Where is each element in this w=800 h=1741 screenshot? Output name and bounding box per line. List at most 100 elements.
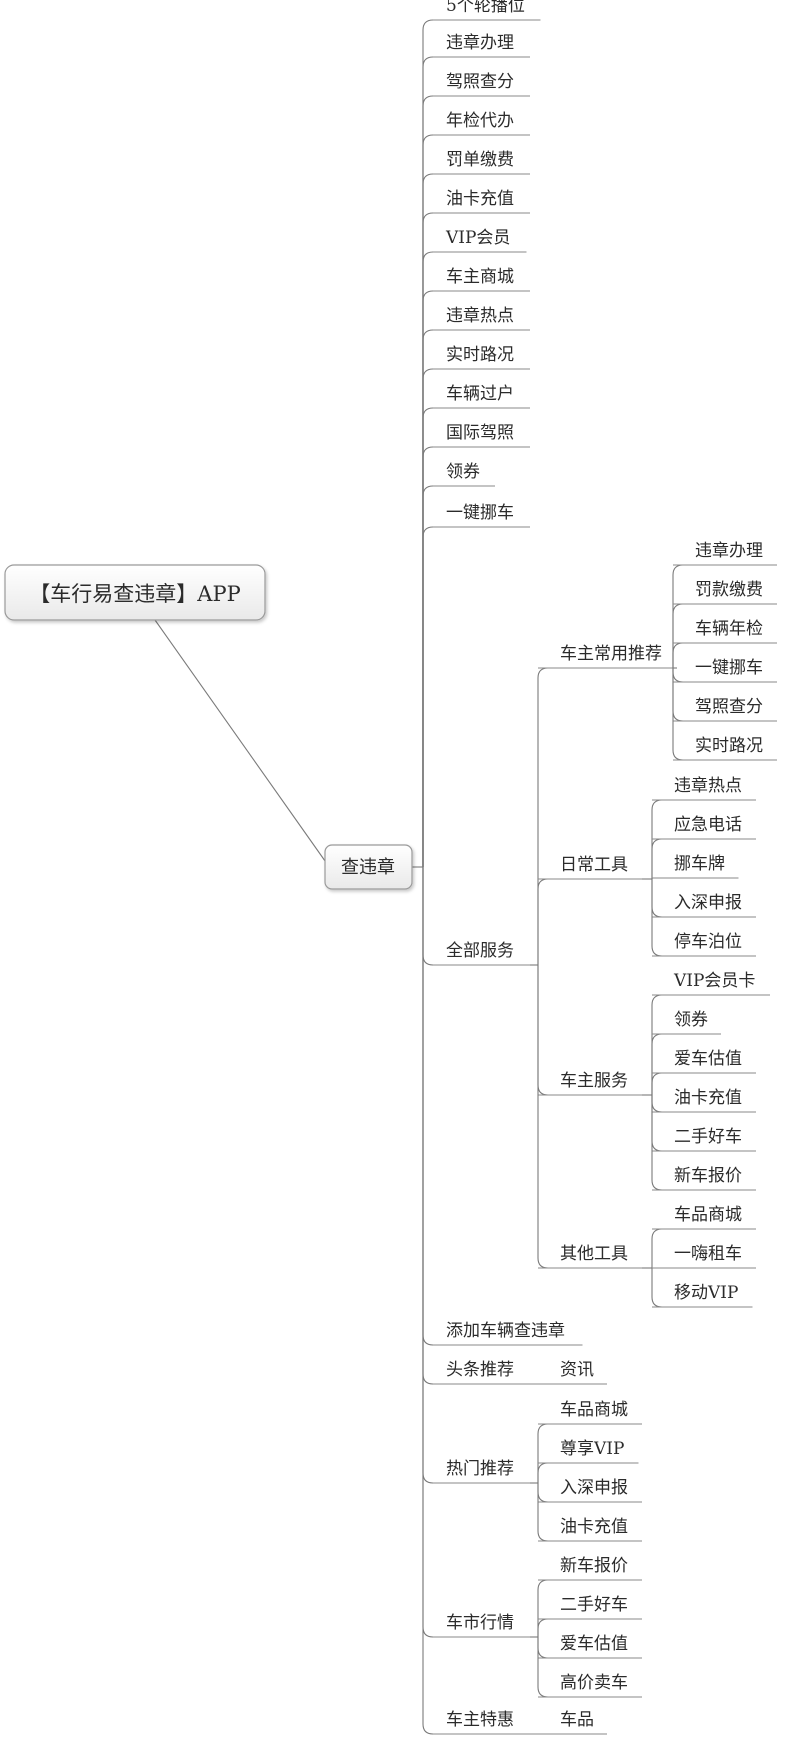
leaf-topic[interactable]: 二手好车 (674, 1127, 742, 1147)
trunk-connector (422, 407, 434, 867)
leaf-topic[interactable]: 停车泊位 (674, 932, 742, 952)
branch-topic[interactable]: 实时路况 (446, 345, 514, 365)
root-topic[interactable]: 【车行易查违章】APP (4, 564, 331, 869)
leaf-topic[interactable]: 车品商城 (674, 1205, 742, 1225)
subtopic[interactable]: 油卡充值 (560, 1517, 628, 1537)
leaf-topic[interactable]: 违章办理 (695, 541, 763, 561)
subtopic-connector (537, 1462, 549, 1483)
trunk-connector (422, 446, 434, 867)
leaf-topic[interactable]: 挪车牌 (674, 854, 725, 874)
branch-topic[interactable]: 车主特惠 (446, 1710, 514, 1730)
subtopic-connector (537, 965, 549, 1096)
subtopic-connector (537, 1579, 549, 1637)
subtopic[interactable]: 其他工具 (560, 1244, 628, 1264)
trunk-connector (422, 329, 434, 867)
subtopic-connector (537, 965, 549, 1269)
subtopic-connector (537, 1483, 549, 1542)
branch-topic[interactable]: 车辆过户 (446, 384, 514, 404)
trunk-connector (422, 485, 434, 867)
leaf-topic[interactable]: 爱车估值 (674, 1049, 742, 1069)
subtopic[interactable]: 车品 (560, 1710, 594, 1730)
trunk-connector (422, 56, 434, 867)
subtopic[interactable]: 车品商城 (560, 1400, 628, 1420)
branch-topic[interactable]: 领券 (446, 462, 480, 482)
leaf-topic[interactable]: VIP会员卡 (673, 971, 755, 991)
trunk-connector (422, 134, 434, 867)
subtopic[interactable]: 车主服务 (560, 1071, 628, 1091)
branch-topic[interactable]: 驾照查分 (446, 72, 514, 92)
root-topic-label: 【车行易查违章】APP (29, 582, 240, 606)
leaf-topic[interactable]: 车辆年检 (695, 619, 763, 639)
branch-topic[interactable]: 全部服务 (446, 941, 514, 961)
leaf-connector (672, 564, 684, 668)
branch-topic[interactable]: 罚单缴费 (446, 150, 514, 170)
trunk-connector (422, 290, 434, 867)
leaf-connector (651, 879, 663, 918)
leaf-connector (651, 1072, 663, 1095)
trunk-connector (422, 867, 434, 1484)
leaf-connector (651, 1228, 663, 1268)
leaf-connector (651, 1095, 663, 1152)
hub-topic-label: 查违章 (341, 857, 395, 878)
trunk-connector (422, 867, 434, 1638)
leaf-topic[interactable]: 一键挪车 (695, 658, 763, 678)
subtopic[interactable]: 二手好车 (560, 1595, 628, 1615)
branch-topic[interactable]: 5个轮播位 (446, 0, 525, 16)
leaf-connector (651, 1095, 663, 1113)
subtopic[interactable]: 新车报价 (560, 1556, 628, 1576)
leaf-topic[interactable]: 驾照查分 (695, 697, 763, 717)
branch-topic[interactable]: VIP会员 (445, 228, 510, 248)
branch-topic[interactable]: 国际驾照 (446, 423, 514, 443)
branch-topic[interactable]: 头条推荐 (446, 1360, 514, 1380)
leaf-connector (672, 668, 684, 683)
branch-topic[interactable]: 油卡充值 (446, 189, 514, 209)
leaf-topic[interactable]: 领券 (674, 1010, 708, 1030)
branch-topic[interactable]: 一键挪车 (446, 503, 514, 523)
leaf-topic[interactable]: 应急电话 (674, 815, 742, 835)
leaf-topic[interactable]: 罚款缴费 (695, 580, 763, 600)
leaf-topic[interactable]: 一嗨租车 (674, 1244, 742, 1264)
subtopic[interactable]: 高价卖车 (560, 1673, 628, 1693)
subtopic[interactable]: 日常工具 (560, 855, 628, 875)
trunk-connector (422, 19, 434, 867)
subtopic[interactable]: 车主常用推荐 (560, 644, 662, 664)
leaf-topic[interactable]: 新车报价 (674, 1166, 742, 1186)
subtopic[interactable]: 爱车估值 (560, 1634, 628, 1654)
leaf-connector (651, 1033, 663, 1095)
branch-topic[interactable]: 热门推荐 (446, 1459, 514, 1479)
branch-topic[interactable]: 违章热点 (446, 306, 514, 326)
subtopic-connector (537, 1483, 549, 1503)
trunk-connector (422, 867, 434, 966)
subtopic-connector (537, 1618, 549, 1637)
trunk-connector (422, 368, 434, 867)
branch-topic[interactable]: 车市行情 (446, 1613, 514, 1633)
subtopic[interactable]: 资讯 (560, 1360, 594, 1380)
subtopic-connector (537, 878, 549, 965)
trunk-connector (422, 867, 434, 1735)
leaf-connector (651, 1268, 663, 1308)
branch-topic[interactable]: 车主商城 (446, 267, 514, 287)
leaf-topic[interactable]: 实时路况 (695, 736, 763, 756)
trunk-connector (422, 867, 434, 1346)
trunk-connector (422, 95, 434, 867)
subtopic[interactable]: 入深申报 (560, 1478, 628, 1498)
leaf-topic[interactable]: 移动VIP (674, 1283, 738, 1303)
branch-topic[interactable]: 添加车辆查违章 (446, 1321, 565, 1341)
subtopic-connector (537, 667, 549, 965)
subtopic-connector (537, 1637, 549, 1659)
trunk-connector (422, 526, 434, 867)
leaf-topic[interactable]: 入深申报 (674, 893, 742, 913)
subtopic-connector (537, 1637, 549, 1698)
connector-lines (422, 19, 777, 1735)
leaf-topic[interactable]: 违章热点 (674, 776, 742, 796)
topic-labels: 5个轮播位违章办理驾照查分年检代办罚单缴费油卡充值VIP会员车主商城违章热点实时… (445, 0, 763, 1730)
trunk-connector (422, 212, 434, 867)
leaf-connector (672, 642, 684, 668)
leaf-connector (651, 994, 663, 1095)
hub-topic[interactable]: 查违章 (324, 844, 423, 890)
branch-topic[interactable]: 年检代办 (446, 111, 514, 131)
branch-topic[interactable]: 违章办理 (446, 33, 514, 53)
leaf-topic[interactable]: 油卡充值 (674, 1088, 742, 1108)
subtopic[interactable]: 尊享VIP (560, 1439, 624, 1459)
